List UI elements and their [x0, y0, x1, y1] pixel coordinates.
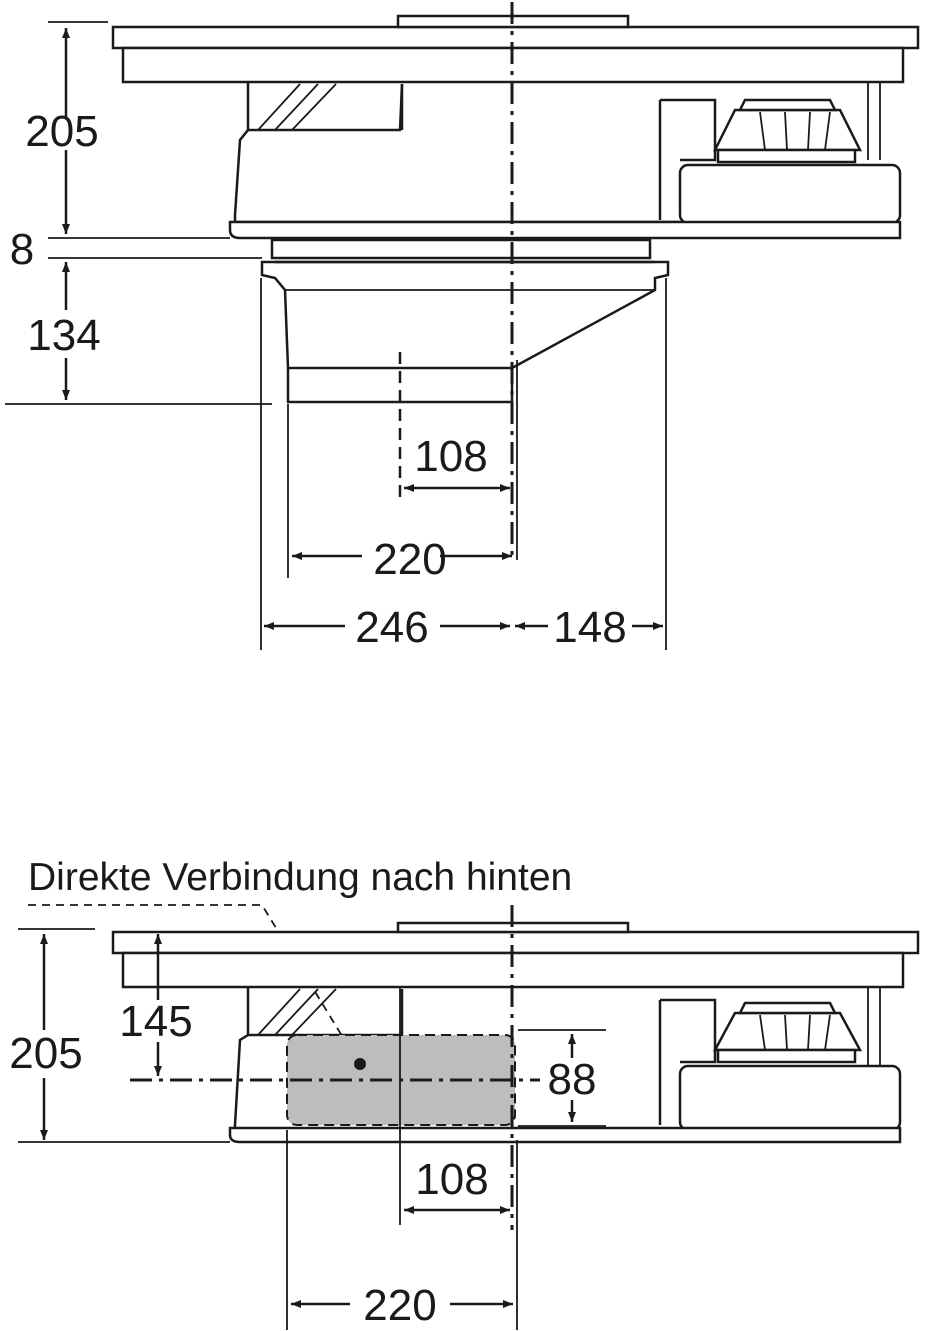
- dimension-lines: [62, 28, 663, 630]
- dim-134-label: 134: [27, 311, 100, 360]
- transition-adapter: [260, 238, 670, 404]
- dim-8-label: 8: [10, 225, 34, 274]
- dim-88-label: 88: [548, 1055, 597, 1104]
- fan-motor-right: [658, 82, 902, 225]
- cooktop-plate: [111, 14, 920, 84]
- bottom-view: Direkte Verbindung nach hinten: [9, 856, 920, 1330]
- caption-direct-connection: Direkte Verbindung nach hinten: [28, 856, 572, 899]
- top-view: 205 8 134 108 220 246 148: [5, 2, 920, 652]
- dim-220-label-bottom: 220: [363, 1281, 436, 1330]
- base-plate-bottom: [228, 1126, 902, 1144]
- outlet-center-point: [354, 1058, 366, 1070]
- dim-205-label-bottom: 205: [9, 1029, 82, 1078]
- dimension-lines-bottom: [40, 934, 576, 1308]
- caption-leader-line: [28, 904, 359, 1063]
- base-plate: [228, 220, 902, 240]
- dim-108-label-bottom: 108: [415, 1155, 488, 1204]
- fan-motor-right-bottom: [658, 987, 902, 1132]
- cooktop-plate-bottom: [111, 921, 920, 989]
- dim-148-label: 148: [553, 603, 626, 652]
- fan-housing-left: [233, 82, 680, 224]
- extension-lines: [5, 21, 667, 650]
- dim-246-label: 246: [355, 603, 428, 652]
- dim-220-label: 220: [373, 535, 446, 584]
- dim-108-label: 108: [414, 432, 487, 481]
- dim-145-label: 145: [119, 997, 192, 1046]
- dim-205-label: 205: [25, 107, 98, 156]
- extension-lines-bottom: [18, 928, 606, 1330]
